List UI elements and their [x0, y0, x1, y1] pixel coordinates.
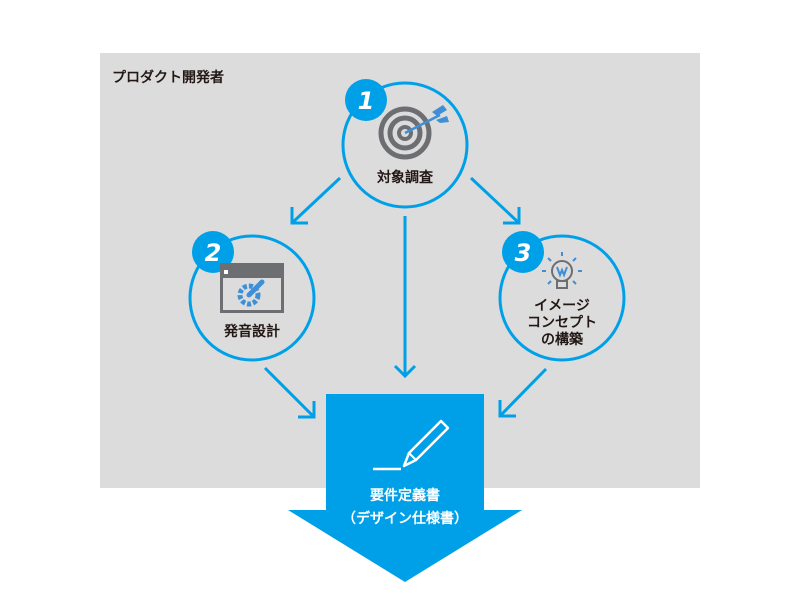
- svg-text:1: 1: [358, 87, 375, 115]
- target-icon: [378, 105, 449, 160]
- output-arrow: [288, 394, 522, 582]
- step-3-circle: [498, 234, 626, 362]
- svg-text:3: 3: [515, 239, 532, 267]
- step-1-circle: [341, 81, 469, 209]
- lightbulb-icon: [542, 252, 582, 289]
- arrow-1-to-3: [469, 176, 521, 225]
- arrow-1-to-2: [290, 176, 342, 225]
- container-label: プロダクト開発者: [112, 70, 224, 86]
- output-title: 要件定義書: [370, 488, 440, 504]
- window-gear-wrench-icon: [220, 263, 284, 313]
- step-2-badge: 2: [192, 231, 234, 273]
- step-3-label-line-1: イメージ: [534, 298, 590, 314]
- svg-text:2: 2: [205, 239, 222, 267]
- step-2-label: 発音設計: [224, 324, 280, 340]
- step-1-badge: 1: [345, 79, 387, 121]
- arrow-1-to-output: [393, 216, 417, 379]
- step-3-badge: 3: [502, 231, 544, 273]
- step-3-label-line-2: コンセプト: [527, 315, 597, 331]
- output-subtitle: （デザイン仕様書）: [342, 511, 468, 527]
- step-3-label-line-3: の構築: [541, 332, 583, 348]
- arrow-2-to-output: [263, 366, 316, 419]
- step-1-label: 対象調査: [377, 170, 433, 186]
- step-3-label: イメージ コンセプト の構築: [512, 298, 612, 349]
- arrow-3-to-output: [498, 367, 548, 418]
- pencil-icon: [373, 419, 450, 471]
- step-2-circle: [188, 234, 316, 362]
